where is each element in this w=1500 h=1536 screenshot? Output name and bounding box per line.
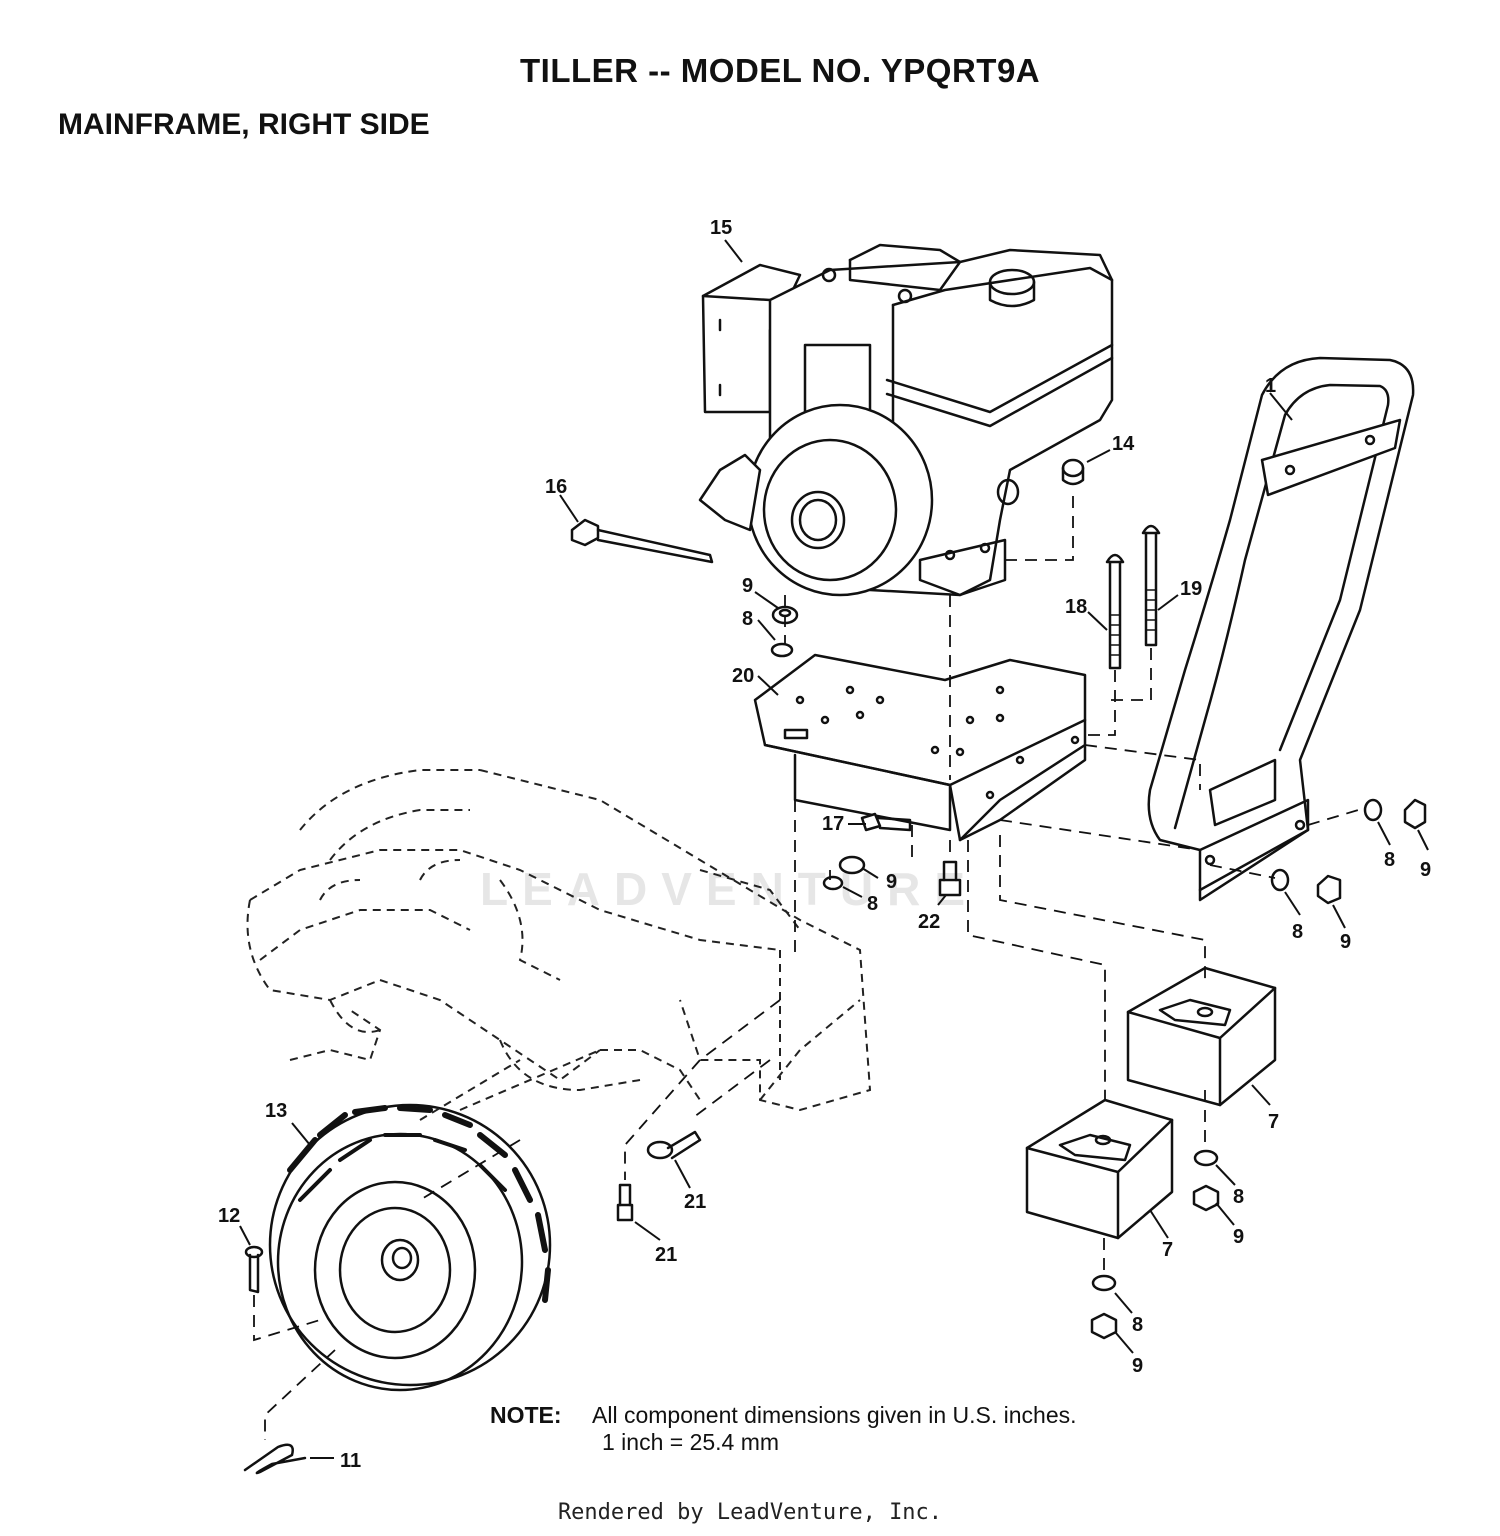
callout-15: 15	[710, 217, 732, 239]
cable-tie	[570, 518, 714, 564]
carriage-bolts	[1105, 524, 1161, 670]
callout-9: 9	[886, 871, 897, 893]
callout-8: 8	[742, 608, 753, 630]
bolts-21	[616, 1130, 702, 1222]
callout-21: 21	[655, 1244, 677, 1266]
callout-9: 9	[1132, 1355, 1143, 1377]
watermark: LEADVENTURE	[480, 863, 980, 915]
callout-12: 12	[218, 1205, 240, 1227]
callout-7: 7	[1162, 1239, 1173, 1261]
ballast-weights	[1025, 966, 1277, 1240]
note-label: NOTE:	[490, 1402, 562, 1428]
explode-lines	[253, 490, 1366, 1440]
callout-19: 19	[1180, 578, 1202, 600]
callout-8: 8	[1292, 921, 1303, 943]
callout-8: 8	[867, 893, 878, 915]
section-title: MAINFRAME, RIGHT SIDE	[58, 108, 430, 141]
hairpin-clip	[243, 1443, 307, 1475]
callout-16: 16	[545, 476, 567, 498]
callout-9: 9	[1340, 931, 1351, 953]
engine-mount-plate	[753, 653, 1087, 842]
callout-21: 21	[684, 1191, 706, 1213]
callout-8: 8	[1384, 849, 1395, 871]
tine-assembly-reference	[246, 769, 872, 1121]
note-line-1: All component dimensions given in U.S. i…	[592, 1402, 1077, 1428]
callout-7: 7	[1268, 1111, 1279, 1133]
note-line-2: 1 inch = 25.4 mm	[602, 1429, 780, 1455]
callout-9: 9	[1420, 859, 1431, 881]
callout-8: 8	[1233, 1186, 1244, 1208]
callout-9: 9	[742, 575, 753, 597]
leader-lines	[239, 239, 1429, 1459]
callout-1: 1	[1265, 375, 1276, 397]
callout-22: 22	[918, 911, 940, 933]
bumper-frame	[1147, 356, 1415, 902]
hex-screws	[860, 812, 962, 897]
page-title: TILLER -- MODEL NO. YPQRT9A	[520, 52, 1041, 89]
callout-18: 18	[1065, 596, 1087, 618]
footer-credit: Rendered by LeadVenture, Inc.	[557, 1500, 943, 1525]
callout-14: 14	[1112, 433, 1135, 455]
callout-8: 8	[1132, 1314, 1143, 1336]
callout-17: 17	[822, 813, 844, 835]
clevis-pin	[244, 1245, 264, 1294]
dimension-note: NOTE: All component dimensions given in U…	[490, 1402, 1077, 1456]
callout-20: 20	[732, 665, 754, 687]
callout-labels: 15 1 14 16 9 8 18 19 20 17 9 8 22 8 9 8 …	[218, 217, 1431, 1472]
callout-13: 13	[265, 1100, 287, 1122]
wheel-tire	[268, 1103, 552, 1392]
engine	[698, 243, 1114, 597]
callout-9: 9	[1233, 1226, 1244, 1248]
callout-11: 11	[340, 1450, 361, 1472]
